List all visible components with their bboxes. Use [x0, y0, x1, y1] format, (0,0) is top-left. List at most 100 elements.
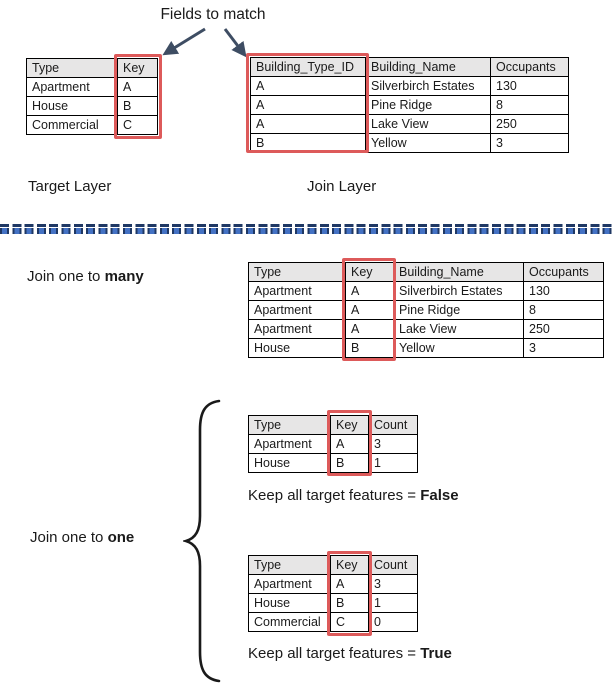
table-row: Apartment A Silverbirch Estates 130 — [248, 281, 604, 301]
table-row: House B Yellow 3 — [248, 338, 604, 358]
table-cell: A — [250, 114, 366, 134]
table-cell: 250 — [523, 319, 604, 339]
table-cell: House — [248, 593, 331, 613]
arrow-down-right-icon — [223, 28, 247, 58]
table-cell: A — [345, 319, 394, 339]
table-cell: Lake View — [365, 114, 491, 134]
table-cell: 130 — [490, 76, 569, 96]
table-cell: C — [330, 612, 369, 632]
table-header-cell: Type — [26, 58, 118, 78]
table-cell: C — [117, 115, 158, 135]
table-cell: Apartment — [248, 319, 346, 339]
label-bold-text: many — [104, 268, 144, 285]
table-cell: Pine Ridge — [365, 95, 491, 115]
table-row: House B 1 — [248, 453, 418, 473]
table-row: House B 1 — [248, 593, 418, 613]
table-cell: 3 — [368, 574, 418, 594]
section-divider — [0, 224, 613, 234]
table-row: Commercial C — [26, 115, 158, 135]
label-text: Keep all target features = — [248, 487, 421, 504]
join-one-to-many-label: Join one to many — [27, 267, 144, 286]
join-layer-label: Join Layer — [307, 178, 377, 195]
table-cell: 130 — [523, 281, 604, 301]
table-header-cell: Key — [330, 555, 369, 575]
table-header-cell: Building_Name — [393, 262, 524, 282]
table-cell: Apartment — [248, 574, 331, 594]
table-cell: 3 — [523, 338, 604, 358]
target-table: Type Key Apartment A House B Commercial … — [26, 58, 158, 135]
one-to-one-true-table: Type Key Count Apartment A 3 House B 1 C… — [248, 555, 418, 632]
table-header-cell: Key — [345, 262, 394, 282]
table-row: Apartment A 3 — [248, 574, 418, 594]
table-cell: A — [250, 76, 366, 96]
table-header-cell: Building_Type_ID — [250, 57, 366, 77]
label-bold-text: one — [107, 529, 135, 546]
label-text: Keep all target features = — [248, 645, 421, 662]
table-row: A Pine Ridge 8 — [250, 95, 569, 115]
table-cell: Commercial — [26, 115, 118, 135]
table-cell: House — [248, 338, 346, 358]
table-row: Apartment A Pine Ridge 8 — [248, 300, 604, 320]
table-cell: 1 — [368, 593, 418, 613]
table-cell: 250 — [490, 114, 569, 134]
table-cell: Yellow — [365, 133, 491, 153]
table-row: Commercial C 0 — [248, 612, 418, 632]
table-cell: A — [345, 281, 394, 301]
table-cell: 8 — [490, 95, 569, 115]
keep-true-label: Keep all target features = True — [248, 644, 452, 663]
table-header-cell: Type — [248, 262, 346, 282]
table-row: House B — [26, 96, 158, 116]
table-cell: Silverbirch Estates — [393, 281, 524, 301]
table-cell: A — [117, 77, 158, 97]
label-text: Join one to — [27, 268, 105, 285]
table-cell: A — [330, 434, 369, 454]
table-row: B Yellow 3 — [250, 133, 569, 153]
table-cell: Apartment — [248, 281, 346, 301]
table-header-cell: Count — [368, 555, 418, 575]
table-header-cell: Key — [330, 415, 369, 435]
table-cell: A — [330, 574, 369, 594]
label-bold-text: True — [420, 645, 452, 662]
table-cell: B — [117, 96, 158, 116]
match-arrows-icon — [162, 27, 247, 58]
curly-brace-icon — [183, 399, 221, 683]
table-cell: Commercial — [248, 612, 331, 632]
table-cell: B — [330, 453, 369, 473]
table-cell: Apartment — [248, 300, 346, 320]
one-to-many-table: Type Key Building_Name Occupants Apartme… — [248, 262, 604, 358]
table-header-cell: Type — [248, 555, 331, 575]
table-cell: 1 — [368, 453, 418, 473]
table-row: Apartment A — [26, 77, 158, 97]
table-cell: Apartment — [248, 434, 331, 454]
table-header-cell: Occupants — [490, 57, 569, 77]
fields-to-match-label: Fields to match — [160, 6, 266, 23]
table-cell: Yellow — [393, 338, 524, 358]
label-text: Join one to — [30, 529, 108, 546]
one-to-one-false-table: Type Key Count Apartment A 3 House B 1 — [248, 415, 418, 473]
table-header-cell: Type — [248, 415, 331, 435]
join-table: Building_Type_ID Building_Name Occupants… — [250, 57, 569, 153]
table-cell: House — [248, 453, 331, 473]
table-cell: B — [345, 338, 394, 358]
table-header-cell: Count — [368, 415, 418, 435]
table-header-cell: Key — [117, 58, 158, 78]
target-layer-label: Target Layer — [28, 178, 112, 195]
table-cell: Apartment — [26, 77, 118, 97]
arrow-down-left-icon — [162, 27, 206, 56]
table-row: A Lake View 250 — [250, 114, 569, 134]
table-cell: 0 — [368, 612, 418, 632]
table-header-cell: Building_Name — [365, 57, 491, 77]
table-cell: B — [250, 133, 366, 153]
table-header-cell: Occupants — [523, 262, 604, 282]
table-cell: 3 — [490, 133, 569, 153]
table-row: Apartment A 3 — [248, 434, 418, 454]
table-cell: B — [330, 593, 369, 613]
table-cell: A — [250, 95, 366, 115]
join-one-to-one-label: Join one to one — [30, 528, 134, 547]
label-bold-text: False — [420, 487, 459, 504]
table-row: Apartment A Lake View 250 — [248, 319, 604, 339]
keep-false-label: Keep all target features = False — [248, 486, 459, 505]
table-cell: Lake View — [393, 319, 524, 339]
table-cell: 3 — [368, 434, 418, 454]
